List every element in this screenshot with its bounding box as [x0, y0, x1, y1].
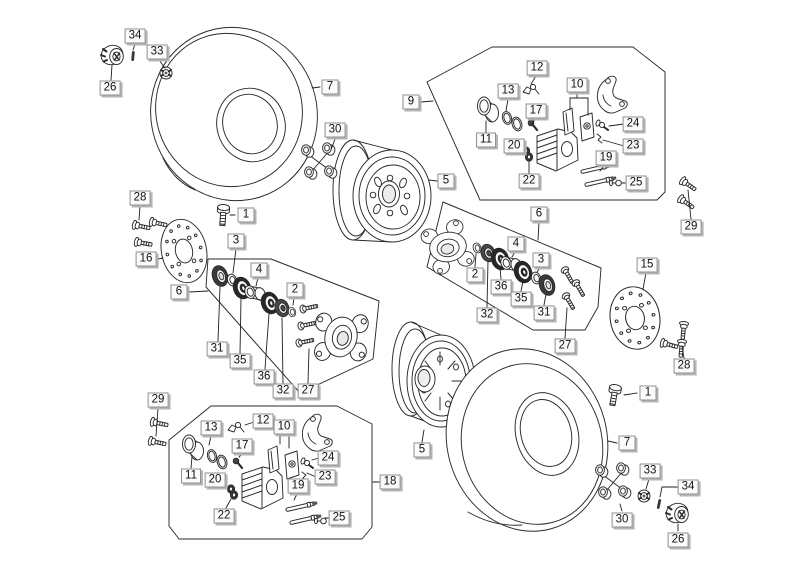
wheel-stud-top	[215, 203, 231, 227]
callout-29[interactable]: 29	[680, 219, 702, 235]
callout-24[interactable]: 24	[317, 450, 339, 466]
section-box-6-left	[205, 258, 380, 394]
callout-6[interactable]: 6	[170, 284, 188, 300]
callout-5[interactable]: 5	[413, 442, 431, 458]
callout-25[interactable]: 25	[328, 510, 350, 526]
callout-33[interactable]: 33	[639, 463, 661, 479]
castle-nut-top	[159, 66, 173, 80]
callout-22[interactable]: 22	[213, 508, 235, 524]
callout-4[interactable]: 4	[507, 236, 525, 252]
callout-31[interactable]: 31	[206, 341, 228, 357]
callout-29[interactable]: 29	[147, 392, 169, 408]
callout-2[interactable]: 2	[466, 267, 484, 283]
callout-23[interactable]: 23	[314, 469, 336, 485]
section-box-6-right	[426, 201, 602, 331]
callout-28[interactable]: 28	[673, 358, 695, 374]
wheel-rim-top	[332, 139, 432, 243]
tire-bottom	[445, 348, 609, 532]
callout-30[interactable]: 30	[611, 512, 633, 528]
callout-32[interactable]: 32	[476, 307, 498, 323]
callout-15[interactable]: 15	[636, 257, 658, 273]
callout-26[interactable]: 26	[99, 80, 121, 96]
callout-2[interactable]: 2	[286, 282, 304, 298]
callout-7[interactable]: 7	[618, 435, 636, 451]
callout-32[interactable]: 32	[272, 383, 294, 399]
callout-36[interactable]: 36	[490, 279, 512, 295]
caliper-bolts-29-top	[675, 175, 699, 212]
callout-11[interactable]: 11	[476, 132, 496, 148]
callout-28[interactable]: 28	[129, 190, 151, 206]
callout-12[interactable]: 12	[252, 413, 274, 429]
callout-19[interactable]: 19	[595, 150, 617, 166]
brake-disc-15	[604, 282, 666, 354]
callout-12[interactable]: 12	[526, 60, 548, 76]
callout-20[interactable]: 20	[204, 472, 226, 488]
callout-9[interactable]: 9	[402, 94, 420, 110]
disc-bolts-bottom	[658, 320, 690, 359]
callout-22[interactable]: 22	[518, 173, 540, 189]
section-box-9	[426, 46, 666, 201]
callout-27[interactable]: 27	[297, 383, 319, 399]
callout-23[interactable]: 23	[622, 138, 644, 154]
callout-11[interactable]: 11	[181, 468, 201, 484]
callout-13[interactable]: 13	[200, 420, 222, 436]
callout-34[interactable]: 34	[124, 28, 146, 44]
callout-31[interactable]: 31	[533, 305, 555, 321]
axle-cap-bottom	[662, 499, 692, 527]
callout-16[interactable]: 16	[135, 251, 157, 267]
callout-3[interactable]: 3	[227, 233, 245, 249]
section-box-18	[168, 405, 373, 540]
caliper-bolts-29-bottom	[147, 416, 170, 450]
callout-10[interactable]: 10	[566, 77, 588, 93]
callout-7[interactable]: 7	[321, 79, 339, 95]
castle-nut-bottom	[637, 489, 651, 503]
hub-left	[307, 305, 375, 370]
callout-18[interactable]: 18	[379, 474, 401, 490]
callout-24[interactable]: 24	[622, 116, 644, 132]
callout-17[interactable]: 17	[525, 103, 547, 119]
callout-1[interactable]: 1	[639, 385, 657, 401]
callout-27[interactable]: 27	[554, 338, 576, 354]
callout-4[interactable]: 4	[250, 262, 268, 278]
callout-35[interactable]: 35	[510, 291, 532, 307]
hub-bolts-right	[559, 264, 588, 312]
tire-top	[150, 26, 318, 202]
callout-13[interactable]: 13	[497, 83, 519, 99]
callout-17[interactable]: 17	[231, 438, 253, 454]
callout-30[interactable]: 30	[324, 122, 346, 138]
callout-33[interactable]: 33	[146, 44, 168, 60]
callout-19[interactable]: 19	[287, 478, 309, 494]
wheel-stud-bottom	[605, 383, 623, 407]
callout-10[interactable]: 10	[273, 419, 295, 435]
leader-lines	[110, 43, 692, 532]
callout-1[interactable]: 1	[237, 207, 255, 223]
callout-3[interactable]: 3	[532, 252, 550, 268]
callout-20[interactable]: 20	[503, 138, 525, 154]
callout-6[interactable]: 6	[530, 206, 548, 222]
cotter-pin-bottom	[656, 498, 662, 510]
callout-35[interactable]: 35	[229, 353, 251, 369]
cotter-pin-top	[130, 50, 136, 62]
callout-5[interactable]: 5	[437, 173, 455, 189]
axle-cap-top	[97, 41, 127, 69]
callout-34[interactable]: 34	[677, 479, 699, 495]
callout-25[interactable]: 25	[625, 175, 647, 191]
callout-26[interactable]: 26	[667, 532, 689, 548]
hub-bolts-left	[294, 301, 320, 349]
callout-36[interactable]: 36	[253, 369, 275, 385]
